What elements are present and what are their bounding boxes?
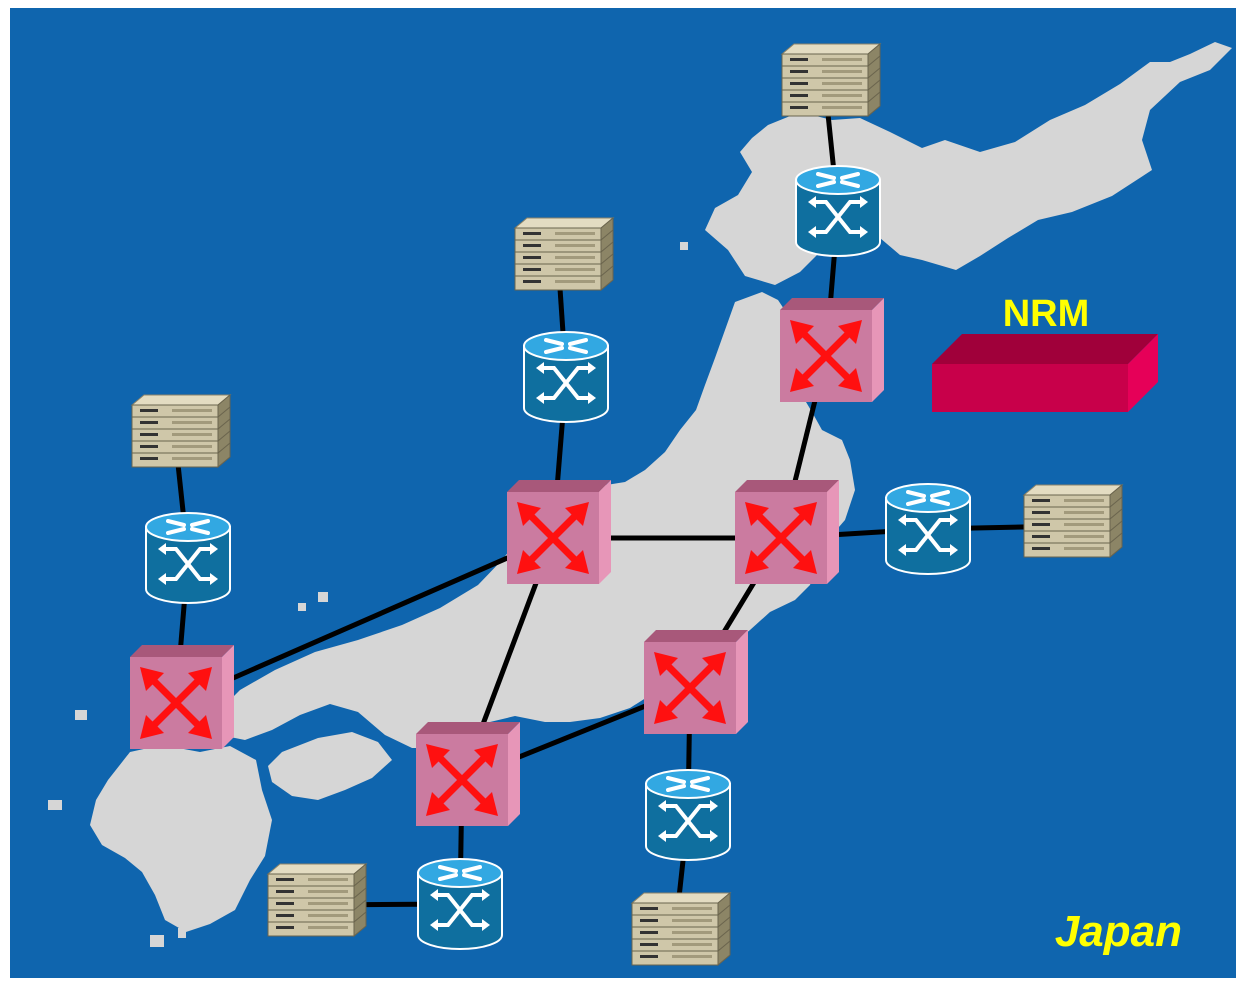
xc-kyushu[interactable] (130, 645, 234, 749)
nrm-block[interactable] (932, 334, 1158, 412)
server-kanto[interactable] (1023, 484, 1123, 558)
server-tokai[interactable] (631, 892, 731, 966)
server-hokkaido[interactable] (781, 43, 881, 117)
router-hokkaido[interactable] (794, 164, 882, 258)
router-kansai[interactable] (416, 857, 504, 951)
server-kyushu[interactable] (131, 394, 231, 468)
kyushu-island (90, 745, 272, 932)
map-label: Japan (1055, 907, 1182, 956)
xc-kanto[interactable] (735, 480, 839, 584)
server-hokuriku[interactable] (514, 217, 614, 291)
nrm-label: NRM (1003, 293, 1090, 335)
link-xc-hokuriku-xc-kyushu (174, 535, 555, 706)
xc-tokai[interactable] (644, 630, 748, 734)
xc-hokkaido[interactable] (780, 298, 884, 402)
xc-hokuriku[interactable] (507, 480, 611, 584)
router-kyushu[interactable] (144, 511, 232, 605)
xc-kansai[interactable] (416, 722, 520, 826)
router-hokuriku[interactable] (522, 330, 610, 424)
shikoku-island (268, 732, 392, 800)
router-tokai[interactable] (644, 768, 732, 862)
router-kanto[interactable] (884, 482, 972, 576)
server-kansai[interactable] (267, 863, 367, 937)
